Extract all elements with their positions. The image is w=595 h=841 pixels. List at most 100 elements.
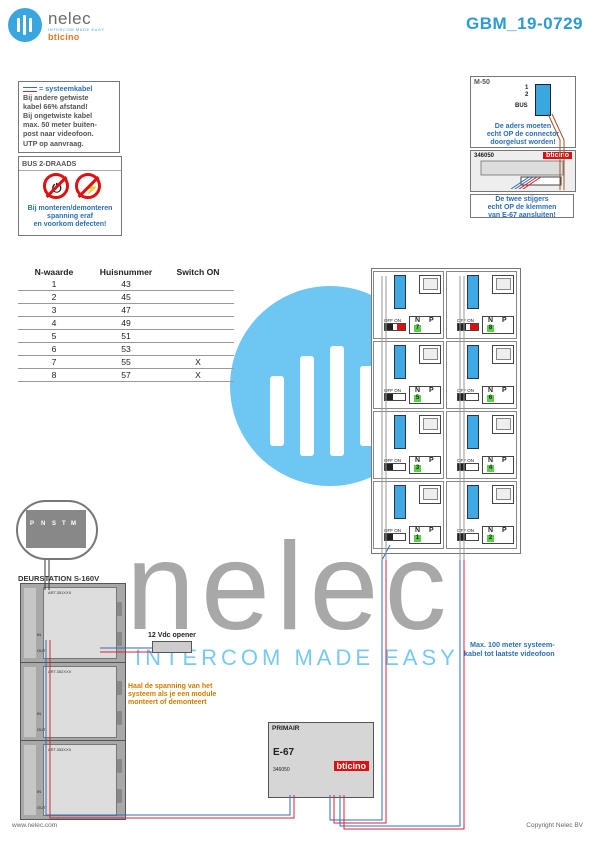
wire-bus-blue: [45, 640, 291, 816]
terminal-block: [394, 415, 406, 449]
power-supply-code: 346050: [474, 153, 495, 159]
switch-toggle: [457, 393, 479, 401]
m50-note: De aders moeten echt OP de connector doo…: [486, 123, 560, 146]
n-value: 1: [414, 535, 421, 542]
terminal-block: [467, 345, 479, 379]
distance-note: Max. 100 meter systeem- kabel tot laatst…: [464, 640, 555, 658]
n-value: 3: [414, 465, 421, 472]
dip-label: N: [41, 521, 46, 527]
e67-code: 346050: [273, 767, 290, 773]
voltage-note: Haal de spanning van het systeem als je …: [128, 683, 217, 706]
e67-power-supply: PRIMAIR E-67 346050 bticino: [268, 722, 374, 798]
monitor-icon: [492, 275, 514, 294]
wire-riser-left: [381, 276, 387, 560]
cable-note-line: post naar videofoon.: [23, 129, 94, 139]
switch-label: OFF ON: [457, 318, 474, 323]
terminal-block: [394, 485, 406, 519]
wire-riser-2: [339, 560, 461, 827]
wire-riser-1: [333, 560, 387, 824]
m50-title: M-50: [474, 79, 490, 86]
table-header-row: N-waarde Huisnummer Switch ON: [18, 266, 234, 278]
switch-toggle: [384, 323, 406, 331]
wire-riser-2: [343, 560, 465, 830]
brand-tagline: INTERCOM MADE EASY: [48, 27, 105, 32]
switch-label: OFF ON: [457, 388, 474, 393]
cable-note-line: max. 50 meter buiten-: [23, 120, 97, 130]
power-supply-brand: bticino: [543, 152, 572, 159]
m50-pin-1: 1: [525, 85, 529, 91]
switch-toggle: [457, 323, 479, 331]
cable-note-title: = systeemkabel: [23, 84, 115, 93]
switch-label: OFF ON: [384, 388, 401, 393]
partner-brand: bticino: [48, 32, 80, 42]
monitor-icon: [492, 415, 514, 434]
terminal-block: [394, 345, 406, 379]
power-supply-terminals: [480, 160, 564, 189]
e67-primary-label: PRIMAIR: [272, 725, 300, 732]
monitor-icon: [419, 415, 441, 434]
door-station-module: ART.351XXX IN OUT: [20, 583, 126, 663]
cable-note-line: Bij ongetwiste kabel: [23, 111, 93, 121]
cable-note-line: kabel 66% afstand!: [23, 102, 88, 112]
wire-bus-red: [49, 640, 295, 819]
switch-toggle: [384, 533, 406, 541]
door-opener: [152, 641, 192, 653]
wire-riser-right: [459, 276, 465, 560]
riser-note: De twee stijgers echt OP de klemmen van …: [470, 194, 574, 219]
door-station-title: DEURSTATION S-160V: [18, 574, 100, 583]
terminal-block: [467, 485, 479, 519]
cable-note-line: Bij andere getwiste: [23, 93, 89, 103]
terminal-block: [467, 415, 479, 449]
no-plug-icon: ⏻: [43, 173, 69, 199]
dip-label: S: [52, 521, 57, 527]
switch-toggle: [457, 463, 479, 471]
wire-dip: [44, 560, 50, 590]
cable-icon: [23, 86, 37, 92]
nelec-logo: nelec INTERCOM MADE EASY bticino: [8, 8, 128, 44]
wire-riser-1: [329, 544, 391, 821]
table-header: Switch ON: [176, 267, 220, 277]
cable-note-line: UTP op aanvraag.: [23, 138, 84, 148]
bus-warning: BUS 2-DRAADS ⏻ ⚡ Bij monteren/demonteren…: [18, 156, 122, 236]
switch-label: OFF ON: [457, 458, 474, 463]
monitor-icon: [492, 485, 514, 504]
n-value: 2: [487, 535, 494, 542]
bus-warning-title: BUS 2-DRAADS: [19, 157, 121, 171]
bus-warning-text: Bij monteren/demonteren spanning eraf en…: [27, 205, 113, 228]
nelec-logo-icon: [8, 8, 42, 42]
monitor-icon: [492, 345, 514, 364]
cable-note: = systeemkabel Bij andere getwiste kabel…: [18, 81, 120, 153]
opener-label: 12 Vdc opener: [148, 632, 196, 639]
n-value: 7: [414, 325, 421, 332]
switch-toggle: [384, 463, 406, 471]
footer-copyright: Copyright Nelec BV: [526, 822, 583, 829]
n-value: 6: [487, 395, 494, 402]
wire-m50: [547, 113, 565, 190]
m50-terminal: [535, 84, 551, 116]
switch-label: OFF ON: [384, 458, 401, 463]
document-code: GBM_19-0729: [465, 14, 583, 33]
